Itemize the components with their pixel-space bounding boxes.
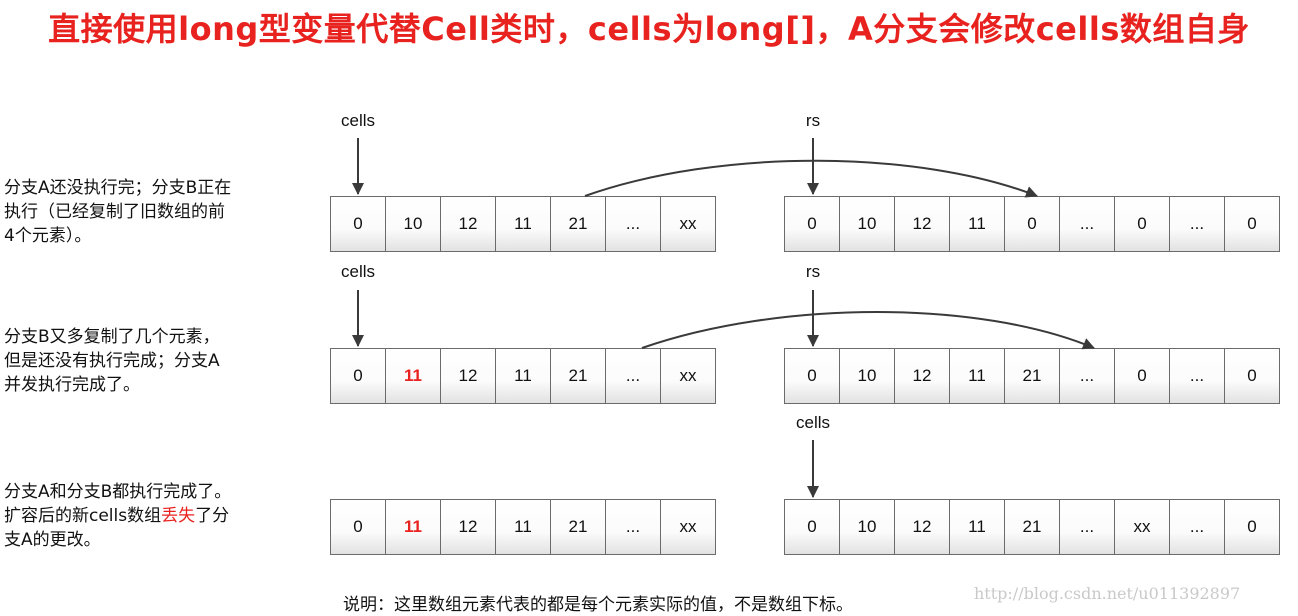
- array-cell: 11: [949, 348, 1005, 404]
- array-cell: 0: [1224, 196, 1280, 252]
- array-cell: 11: [385, 499, 441, 555]
- row1-desc-line: 分支A还没执行完；分支B正在: [4, 178, 232, 198]
- row3-desc-line: 扩容后的新cells数组丢失了分: [4, 504, 294, 528]
- array-cell: 10: [839, 348, 895, 404]
- array-cell: xx: [660, 348, 716, 404]
- array-cell: 11: [495, 348, 551, 404]
- array-cell: ...: [605, 196, 661, 252]
- row3-description: 分支A和分支B都执行完成了。 扩容后的新cells数组丢失了分 支A的更改。: [4, 480, 294, 552]
- array-cell: 0: [330, 196, 386, 252]
- row1-description: 分支A还没执行完；分支B正在 执行（已经复制了旧数组的前 4个元素）。: [4, 176, 294, 248]
- array-cell: 0: [784, 196, 840, 252]
- array-cell: 21: [550, 348, 606, 404]
- array-cell: 12: [440, 499, 496, 555]
- array-cell: 0: [1004, 196, 1060, 252]
- cells-pointer-label: cells: [340, 262, 376, 281]
- rs-pointer-label: rs: [805, 111, 821, 130]
- rs-pointer-label: rs: [805, 262, 821, 281]
- array-cell: 12: [440, 196, 496, 252]
- array-cell: 11: [495, 196, 551, 252]
- row3-desc-text: 了分: [195, 506, 230, 526]
- copy-progress-arrow: [641, 311, 1095, 350]
- array-cell: 10: [839, 499, 895, 555]
- array-cell: 12: [440, 348, 496, 404]
- row3-desc-text: 扩容后的新cells数组: [4, 506, 162, 526]
- array-cell: 0: [1114, 348, 1170, 404]
- array-cell: 0: [1224, 348, 1280, 404]
- diagram-title: 直接使用long型变量代替Cell类时，cells为long[]，A分支会修改c…: [48, 10, 1250, 48]
- array-cell: 12: [894, 196, 950, 252]
- footnote: 说明：这里数组元素代表的都是每个元素实际的值，不是数组下标。: [343, 595, 853, 615]
- row3-desc-line: 分支A和分支B都执行完成了。: [4, 482, 232, 502]
- array-cell: ...: [605, 499, 661, 555]
- array-cell: 11: [495, 499, 551, 555]
- row1-desc-line: 执行（已经复制了旧数组的前: [4, 202, 225, 222]
- lost-highlight: 丢失: [161, 506, 196, 526]
- array-cell: 12: [894, 348, 950, 404]
- row2-desc-line: 但是还没有执行完成；分支A: [4, 351, 220, 371]
- copy-progress-arrow: [584, 159, 1038, 198]
- array-cell: ...: [605, 348, 661, 404]
- array-cell: ...: [1059, 348, 1115, 404]
- cells-pointer-label: cells: [795, 413, 831, 432]
- array-cell: ...: [1059, 196, 1115, 252]
- row2-desc-line: 分支B又多复制了几个元素，: [4, 327, 220, 347]
- row1-desc-line: 4个元素）。: [4, 226, 92, 246]
- array-cell: 21: [1004, 499, 1060, 555]
- watermark: http://blog.csdn.net/u011392897: [974, 584, 1241, 603]
- array-cell: 11: [949, 499, 1005, 555]
- array-cell: 21: [550, 196, 606, 252]
- row2-description: 分支B又多复制了几个元素， 但是还没有执行完成；分支A 并发执行完成了。: [4, 325, 294, 397]
- row2-desc-line: 并发执行完成了。: [4, 375, 140, 395]
- array-cell: 11: [385, 348, 441, 404]
- row3-desc-line: 支A的更改。: [4, 530, 101, 550]
- array-cell: 0: [1224, 499, 1280, 555]
- array-cell: 10: [839, 196, 895, 252]
- array-cell: xx: [660, 196, 716, 252]
- array-cell: ...: [1169, 499, 1225, 555]
- array-cell: xx: [660, 499, 716, 555]
- cells-pointer-label: cells: [340, 111, 376, 130]
- array-cell: 0: [1114, 196, 1170, 252]
- array-cell: xx: [1114, 499, 1170, 555]
